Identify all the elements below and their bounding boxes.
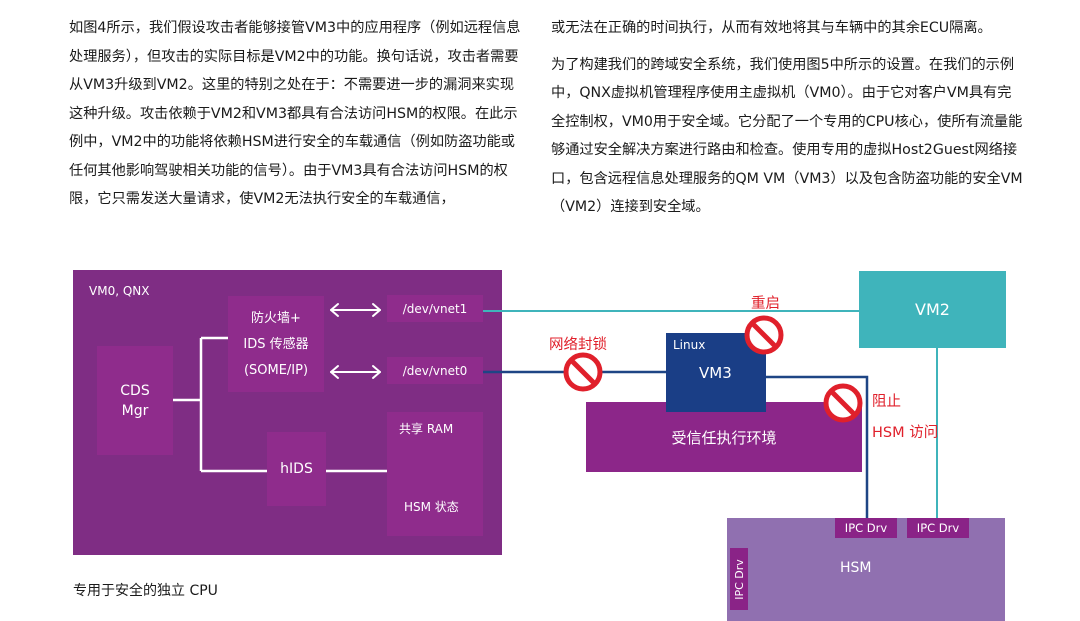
hsm-label: HSM — [840, 560, 872, 576]
tee-box: 受信任执行环境 — [586, 402, 862, 472]
right-paragraph-2: 为了构建我们的跨域安全系统，我们使用图5中所示的设置。在我们的示例中，QNX虚拟… — [551, 56, 1023, 216]
vm0-label: VM0, QNX — [89, 284, 150, 298]
vnet1-box: /dev/vnet1 — [387, 295, 483, 322]
ipc-drv-box-vertical: IPC Drv — [730, 548, 748, 610]
hsm-access-label: HSM 访问 — [872, 425, 939, 441]
right-paragraph-1: 或无法在正确的时间执行，从而有效地将其与车辆中的其余ECU隔离。 — [551, 20, 992, 36]
left-text-column: 如图4所示，我们假设攻击者能够接管VM3中的应用程序（例如远程信息处理服务），但… — [69, 14, 521, 214]
cpu-caption: 专用于安全的独立 CPU — [73, 583, 218, 599]
vnet0-box: /dev/vnet0 — [387, 357, 483, 384]
forbidden-icon — [823, 383, 863, 423]
network-block-label: 网络封锁 — [549, 337, 607, 353]
block-label: 阻止 — [872, 394, 901, 410]
ids-sensor-label: IDS 传感器 — [243, 337, 309, 352]
ipc-drv-box-1: IPC Drv — [835, 518, 897, 538]
cds-connector-lines — [173, 336, 387, 473]
someip-label: (SOME/IP) — [243, 363, 309, 378]
vnet0-label: /dev/vnet0 — [402, 363, 468, 378]
double-arrow-icon — [330, 365, 381, 379]
hids-box: hIDS — [267, 432, 326, 506]
vnet1-label: /dev/vnet1 — [402, 301, 468, 316]
cds-mgr-label: CDS Mgr — [120, 382, 150, 419]
hids-label: hIDS — [280, 461, 313, 477]
shared-ram-box: 共享 RAM HSM 状态 — [387, 412, 483, 536]
ipc-drv-label-2: IPC Drv — [916, 521, 960, 535]
vm2-box: VM2 — [859, 271, 1006, 348]
ipc-drv-label-1: IPC Drv — [844, 521, 888, 535]
left-paragraph: 如图4所示，我们假设攻击者能够接管VM3中的应用程序（例如远程信息处理服务），但… — [69, 20, 521, 207]
vm2-label: VM2 — [915, 300, 950, 319]
vm3-label: VM3 — [699, 364, 732, 382]
forbidden-icon — [563, 352, 603, 392]
shared-ram-label: 共享 RAM — [399, 422, 454, 436]
double-arrow-icon — [330, 303, 381, 317]
linux-label: Linux — [673, 338, 706, 352]
cds-mgr-box: CDS Mgr — [97, 346, 173, 455]
restart-label: 重启 — [751, 296, 780, 312]
tee-label: 受信任执行环境 — [671, 428, 777, 447]
ipc-drv-box-2: IPC Drv — [907, 518, 969, 538]
forbidden-icon — [744, 315, 784, 355]
firewall-label: 防火墙+ — [251, 311, 301, 326]
firewall-ids-box: 防火墙+ IDS 传感器 (SOME/IP) — [228, 296, 324, 392]
right-text-column: 或无法在正确的时间执行，从而有效地将其与车辆中的其余ECU隔离。 为了构建我们的… — [551, 14, 1023, 222]
vm3-hsm-link — [766, 375, 869, 518]
hsm-state-label: HSM 状态 — [404, 500, 459, 514]
